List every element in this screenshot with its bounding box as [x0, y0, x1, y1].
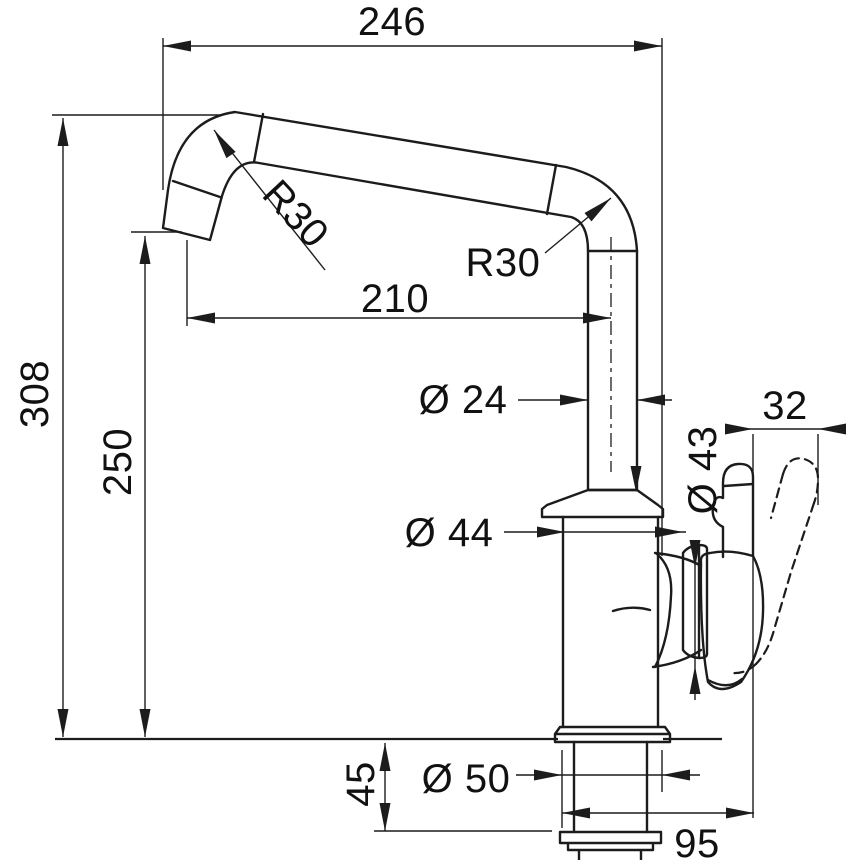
overall-height-label: 308 [13, 360, 57, 428]
spout-joint-line [252, 112, 265, 164]
spout-tube-diameter-label: Ø 24 [419, 378, 508, 422]
base-shank-diameter-label: Ø 50 [422, 757, 511, 801]
dimension-labels: 246 308 250 210 R30 R30 Ø 24 Ø 44 Ø 43 3… [13, 0, 808, 860]
valve-diameter-label: Ø 43 [681, 426, 725, 515]
bend-radius-left-label: R30 [254, 172, 337, 257]
overall-width-label: 246 [358, 0, 426, 44]
faucet-body-outline [540, 488, 672, 860]
nozzle-joint-line [171, 179, 222, 199]
bend-radius-right-label: R30 [466, 241, 541, 285]
elbow-joint-line [611, 606, 652, 613]
right-bend-joint-line [545, 163, 558, 216]
spout-reach-label: 210 [361, 277, 429, 321]
faucet-spout-outline [161, 110, 639, 492]
valve-elbow-outline [611, 543, 709, 669]
spout-height-label: 250 [96, 428, 140, 496]
handle-offset-label: 32 [762, 384, 808, 428]
dimension-arrowheads [57, 40, 846, 831]
handle-outline [699, 462, 765, 691]
lever-cap-line [722, 482, 755, 488]
base-depth-label: 95 [674, 822, 720, 860]
under-counter-height-label: 45 [339, 761, 383, 807]
handle-base-rim [706, 677, 744, 687]
handle-alternate-position-dashed [730, 457, 820, 675]
body-diameter-label: Ø 44 [405, 511, 494, 555]
